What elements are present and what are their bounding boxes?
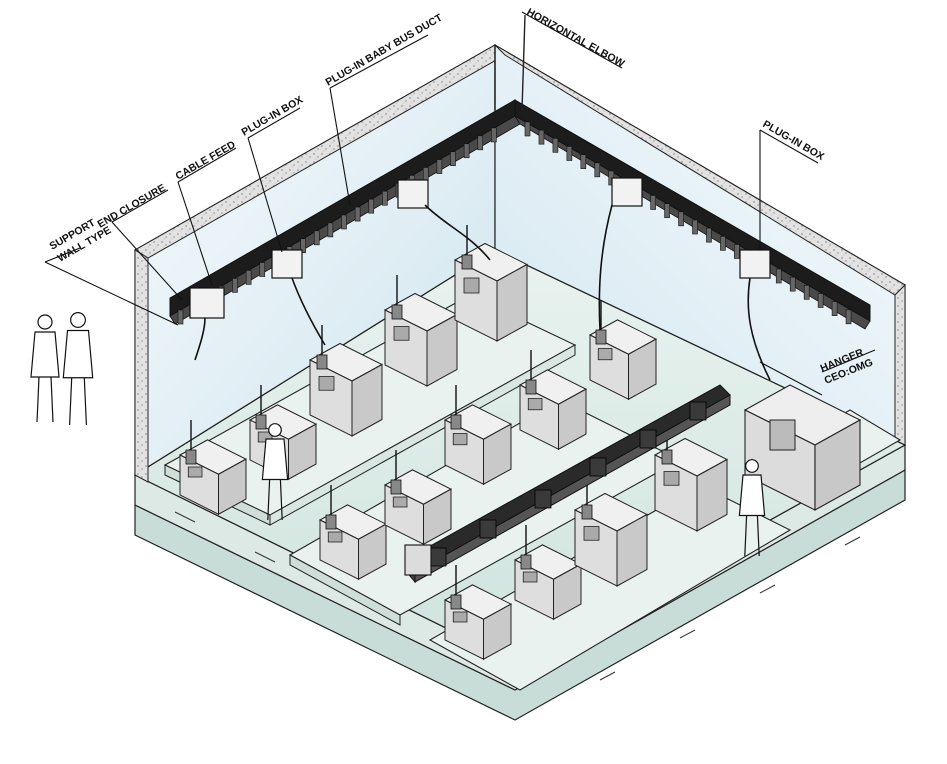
machine: [308, 325, 384, 437]
hangers: [494, 14, 526, 111]
label-plug-in-box-left: PLUG-IN BOX: [240, 94, 306, 139]
machine: [178, 420, 248, 516]
label-cable-feed: CABLE FEED: [174, 138, 238, 182]
machine: [318, 485, 388, 581]
large-machine-right: [743, 384, 862, 511]
label-plug-in-baby-bus-duct: PLUG-IN BABY BUS DUCT: [324, 12, 446, 89]
machine: [383, 275, 459, 387]
machine: [383, 450, 453, 546]
back-wall-left: [134, 43, 506, 483]
machine: [518, 350, 588, 451]
callout-leaders: [44, 11, 876, 396]
drop-cables: [194, 204, 771, 381]
label-horizontal-elbow: HORIZONTAL ELBOW: [525, 6, 627, 70]
center-bus-duct: [404, 384, 731, 584]
overhead-busway: [169, 99, 871, 330]
person: [62, 312, 94, 426]
machine: [513, 525, 583, 621]
machine: [443, 385, 513, 486]
label-end-closure: END CLOSURE: [96, 182, 168, 231]
plug-in-boxes-overhead: [189, 177, 771, 319]
machine: [588, 300, 658, 401]
machine: [453, 225, 529, 342]
person: [738, 459, 766, 557]
label-plug-in-box-right: PLUG-IN BOX: [761, 118, 827, 163]
machine: [443, 565, 513, 661]
people: [30, 312, 766, 557]
machine: [653, 420, 729, 532]
machine: [573, 475, 649, 587]
person: [261, 423, 289, 521]
machines: [178, 225, 729, 661]
person: [30, 314, 60, 423]
back-wall-right: [494, 43, 906, 446]
